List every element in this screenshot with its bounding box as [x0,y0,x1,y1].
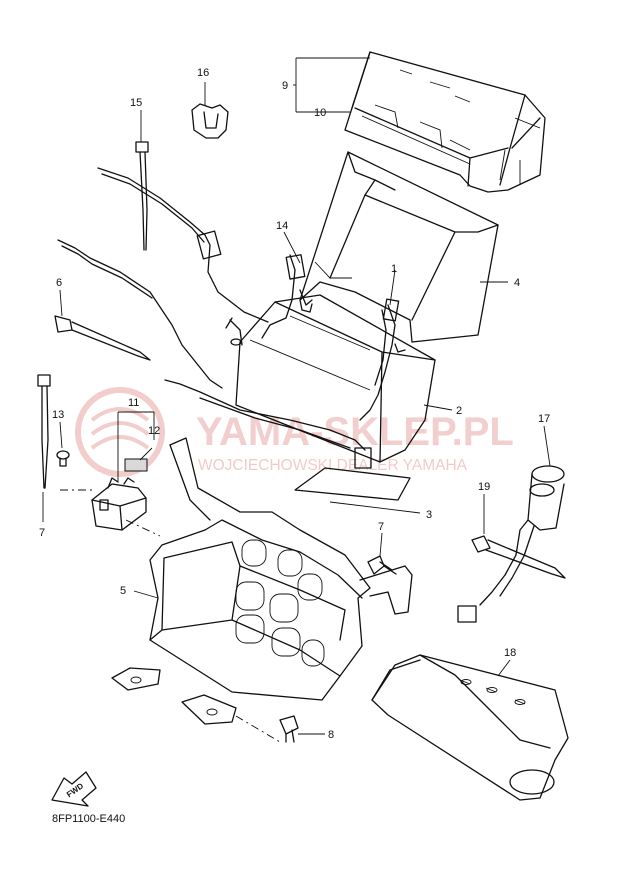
watermark-tagline: WOJCIECHOWSKI DEALER YAMAHA [198,457,468,474]
dc-outlet [457,465,565,623]
battery-bracket [111,437,413,725]
callout-7-tie: 7 [39,527,45,539]
cable-tie-6 [54,315,151,361]
callout-10: 10 [314,107,326,119]
callout-2: 2 [456,405,462,417]
callout-18-19: 19 [478,481,490,493]
reference-code: 8FP1100-E440 [52,813,125,825]
forward-arrow: FWD [51,771,97,807]
callout-5: 5 [120,585,126,597]
callout-16: 16 [197,67,209,79]
bolt-8 [279,715,299,743]
cable-tie-7 [37,374,51,489]
callout-6: 6 [56,277,62,289]
battery-pad [294,467,411,501]
callout-14: 14 [276,220,288,232]
callout-18: 18 [504,647,516,659]
callout-13: 13 [52,409,64,421]
battery-case [299,151,499,343]
callout-11: 11 [128,397,139,409]
watermark: YAMA-SKLEP.PL WOJCIECHOWSKI DEALER YAMAH… [75,387,514,477]
heat-protector [371,654,569,801]
callout-3: 3 [426,509,432,521]
fuse [124,458,148,472]
callout-7-bolt: 7 [378,521,384,533]
battery [235,294,436,463]
callout-15: 15 [130,97,142,109]
cable-tie-15 [135,141,149,251]
watermark-logo [75,387,165,477]
callout-17: 17 [538,413,550,425]
callout-8: 8 [328,729,334,741]
assembly-line-bolt [235,715,281,743]
clamp [191,103,229,139]
cable-tie-19 [471,535,566,579]
starter-relay [91,477,147,531]
battery-leads [57,167,400,469]
leader-lines [42,57,551,735]
assembly-line-relay [60,489,161,537]
screw-13 [56,450,70,467]
callout-1: 1 [391,263,397,275]
watermark-brand: YAMA-SKLEP.PL [196,410,514,454]
callout-9: 9 [282,80,288,92]
callout-4: 4 [514,277,520,289]
bolt-7 [367,555,397,575]
battery-cover [344,51,546,193]
callout-labels: 1 2 3 4 5 6 7 7 8 9 10 11 12 13 14 15 16… [39,67,550,741]
callout-12: 12 [148,425,160,437]
forward-arrow-label: FWD [65,781,85,799]
